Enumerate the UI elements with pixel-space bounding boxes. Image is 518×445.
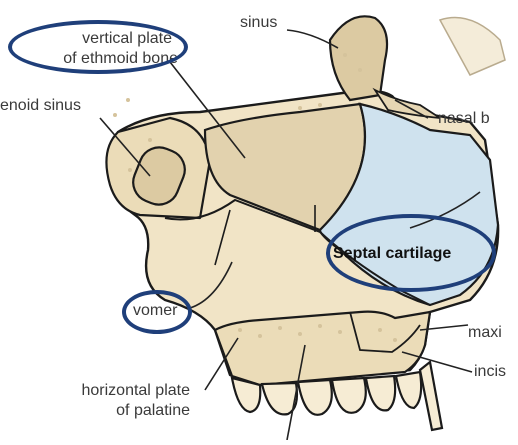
label-horizontal-plate-line1: horizontal plate (40, 381, 190, 400)
label-maxilla: maxi (468, 323, 502, 342)
label-sinus: sinus (240, 13, 277, 32)
highlight-ring-vomer (122, 290, 192, 334)
label-incisive: incis (474, 362, 506, 381)
highlight-ring-septal-cartilage (326, 214, 496, 292)
label-sphenoid-sinus: enoid sinus (0, 96, 81, 115)
label-horizontal-plate-line2: of palatine (40, 401, 190, 420)
label-nasal-bone: nasal b (438, 109, 490, 128)
frontal-sinus (330, 16, 387, 100)
highlight-ring-vertical-plate (8, 20, 188, 74)
right-crop-edge (508, 0, 518, 440)
background-bone-fragment (440, 18, 505, 76)
